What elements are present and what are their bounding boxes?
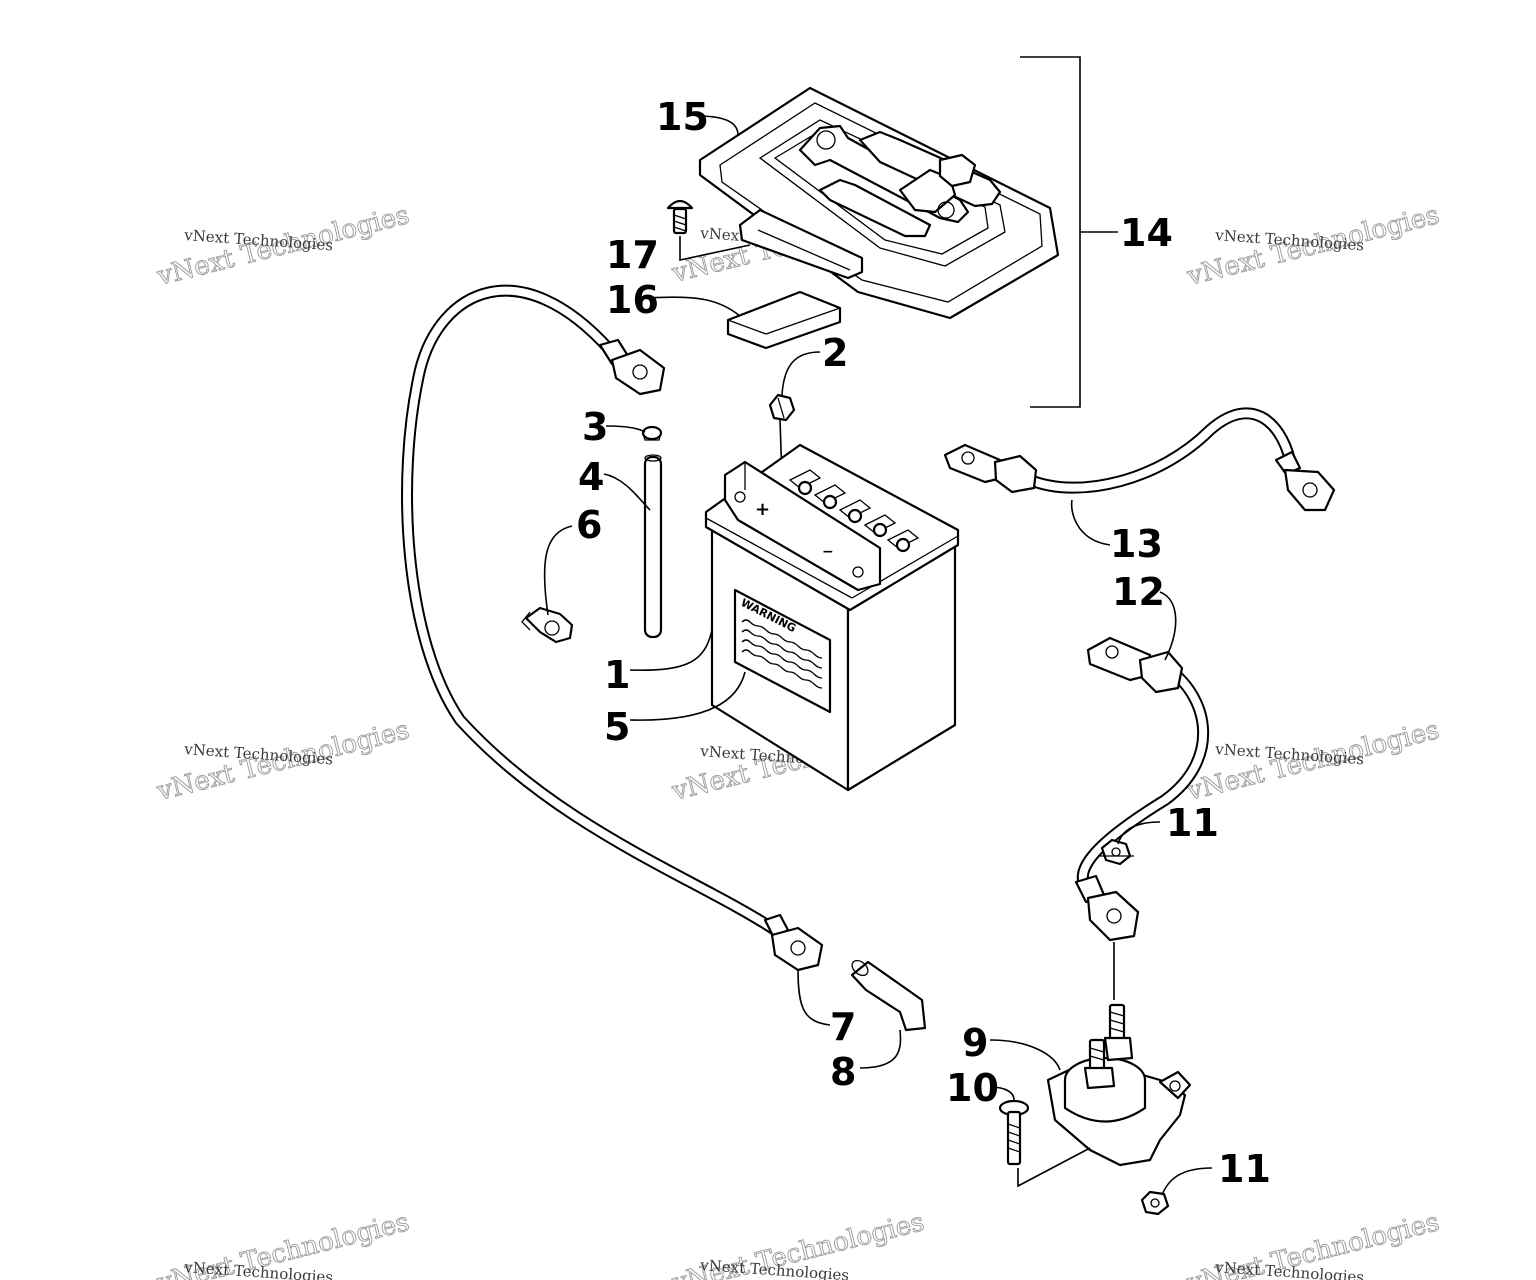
- cable-13: [943, 407, 1336, 512]
- callout-9: 9: [962, 1021, 988, 1065]
- nut-11-lower: [1140, 1190, 1170, 1216]
- vent-tube-4: [643, 454, 663, 639]
- assembly-bracket: [1020, 56, 1118, 408]
- callout-2: 2: [822, 331, 848, 375]
- battery-minus-sign: −: [822, 544, 834, 560]
- callout-6: 6: [576, 503, 602, 547]
- callout-15: 15: [656, 95, 709, 139]
- callout-13: 13: [1110, 522, 1163, 566]
- callout-8: 8: [830, 1050, 856, 1094]
- callout-4: 4: [578, 455, 604, 499]
- callout-1: 1: [604, 653, 630, 697]
- clamp-6: [521, 606, 574, 644]
- callouts: 1 2 3 4 5 6 7 8 9 10 11 11 12 13 14 15 1…: [576, 95, 1271, 1191]
- battery-plus-sign: +: [755, 499, 770, 520]
- cap-3: [641, 425, 663, 441]
- long-cable-7: [401, 284, 824, 972]
- callout-17: 17: [606, 233, 659, 277]
- callout-3: 3: [582, 405, 608, 449]
- leader-lines: [543, 115, 1213, 1196]
- nut-11-upper: [1098, 838, 1134, 866]
- callout-7: 7: [830, 1005, 856, 1049]
- callout-10: 10: [946, 1066, 999, 1110]
- cable-12: [1074, 636, 1210, 1000]
- pad-16: [726, 290, 842, 350]
- callout-16: 16: [606, 278, 659, 322]
- battery-1: + − WARNING: [704, 443, 960, 792]
- battery-cover-tray: [698, 86, 1060, 320]
- solenoid-9: [1046, 1003, 1192, 1167]
- bolt-10: [998, 1099, 1091, 1188]
- boot-8: [850, 959, 927, 1032]
- callout-11-lower: 11: [1218, 1147, 1271, 1191]
- callout-12: 12: [1112, 570, 1165, 614]
- callout-14: 14: [1120, 211, 1173, 255]
- callout-11-upper: 11: [1166, 801, 1219, 845]
- callout-5: 5: [604, 705, 630, 749]
- screw-17: [666, 199, 751, 261]
- vent-fitting-2: [768, 393, 796, 479]
